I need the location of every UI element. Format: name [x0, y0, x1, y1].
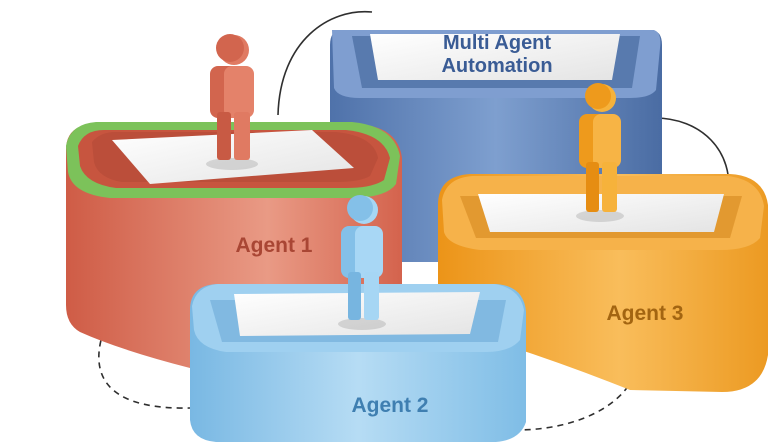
agent-1-label: Agent 1 [235, 234, 312, 257]
agent-2-label: Agent 2 [351, 394, 428, 417]
agent-2-person-icon [338, 195, 386, 330]
connector-dashed-agent1-agent2 [98, 329, 191, 409]
agent-2-block: Agent 2 [190, 284, 526, 442]
agent-3-person-icon [576, 83, 624, 222]
hub-title-line1: Multi Agent [443, 32, 551, 54]
hub-title-line2: Automation [441, 55, 552, 77]
agent-3-label: Agent 3 [606, 302, 683, 325]
agent-1-person-icon [206, 34, 258, 170]
connector-solid-hub-agent1 [277, 10, 373, 116]
